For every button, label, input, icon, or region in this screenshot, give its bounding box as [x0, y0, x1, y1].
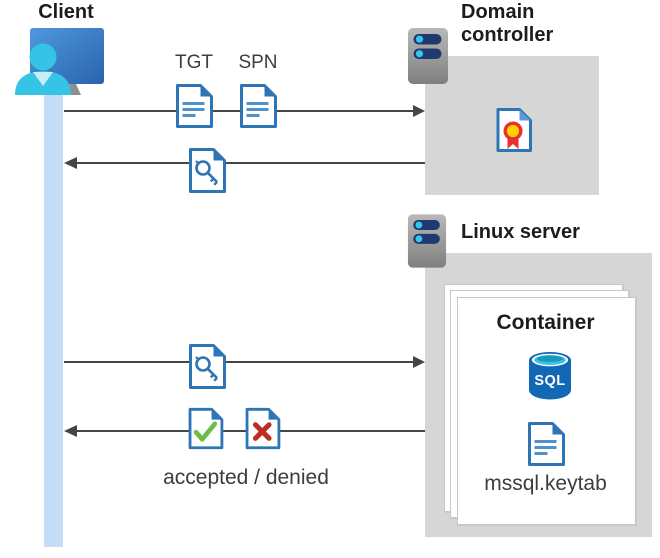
tgt-label: TGT	[175, 52, 213, 73]
domain-controller-label: Domain controller	[461, 1, 554, 46]
linux-server-label: Linux server	[461, 221, 580, 243]
spn-ticket-document-icon	[240, 84, 277, 128]
tgt-ticket-document-icon	[176, 84, 213, 128]
denied-document-icon	[245, 407, 281, 450]
client-timeline-bar	[44, 91, 63, 547]
result-label: accepted / denied	[163, 466, 329, 489]
key-document-icon	[189, 148, 226, 193]
linux-server-icon	[407, 214, 447, 268]
arrow-dc-to-client	[64, 157, 425, 169]
key-document-icon-2	[189, 344, 226, 389]
client-label: Client	[38, 1, 94, 23]
domain-controller-server-icon	[408, 28, 448, 84]
accepted-document-icon	[188, 407, 224, 450]
keytab-file-label: mssql.keytab	[484, 472, 607, 495]
sql-badge-text: SQL	[534, 373, 565, 389]
container-label: Container	[496, 311, 595, 334]
keytab-document-icon	[528, 422, 565, 466]
sql-database-icon: SQL	[529, 352, 571, 400]
container-card	[457, 297, 636, 525]
client-person-icon	[15, 43, 71, 95]
arrow-client-to-linux	[64, 356, 425, 368]
certificate-icon	[496, 108, 532, 152]
client-icon	[15, 28, 104, 95]
spn-label: SPN	[238, 52, 278, 73]
arrow-client-to-dc	[64, 105, 425, 117]
